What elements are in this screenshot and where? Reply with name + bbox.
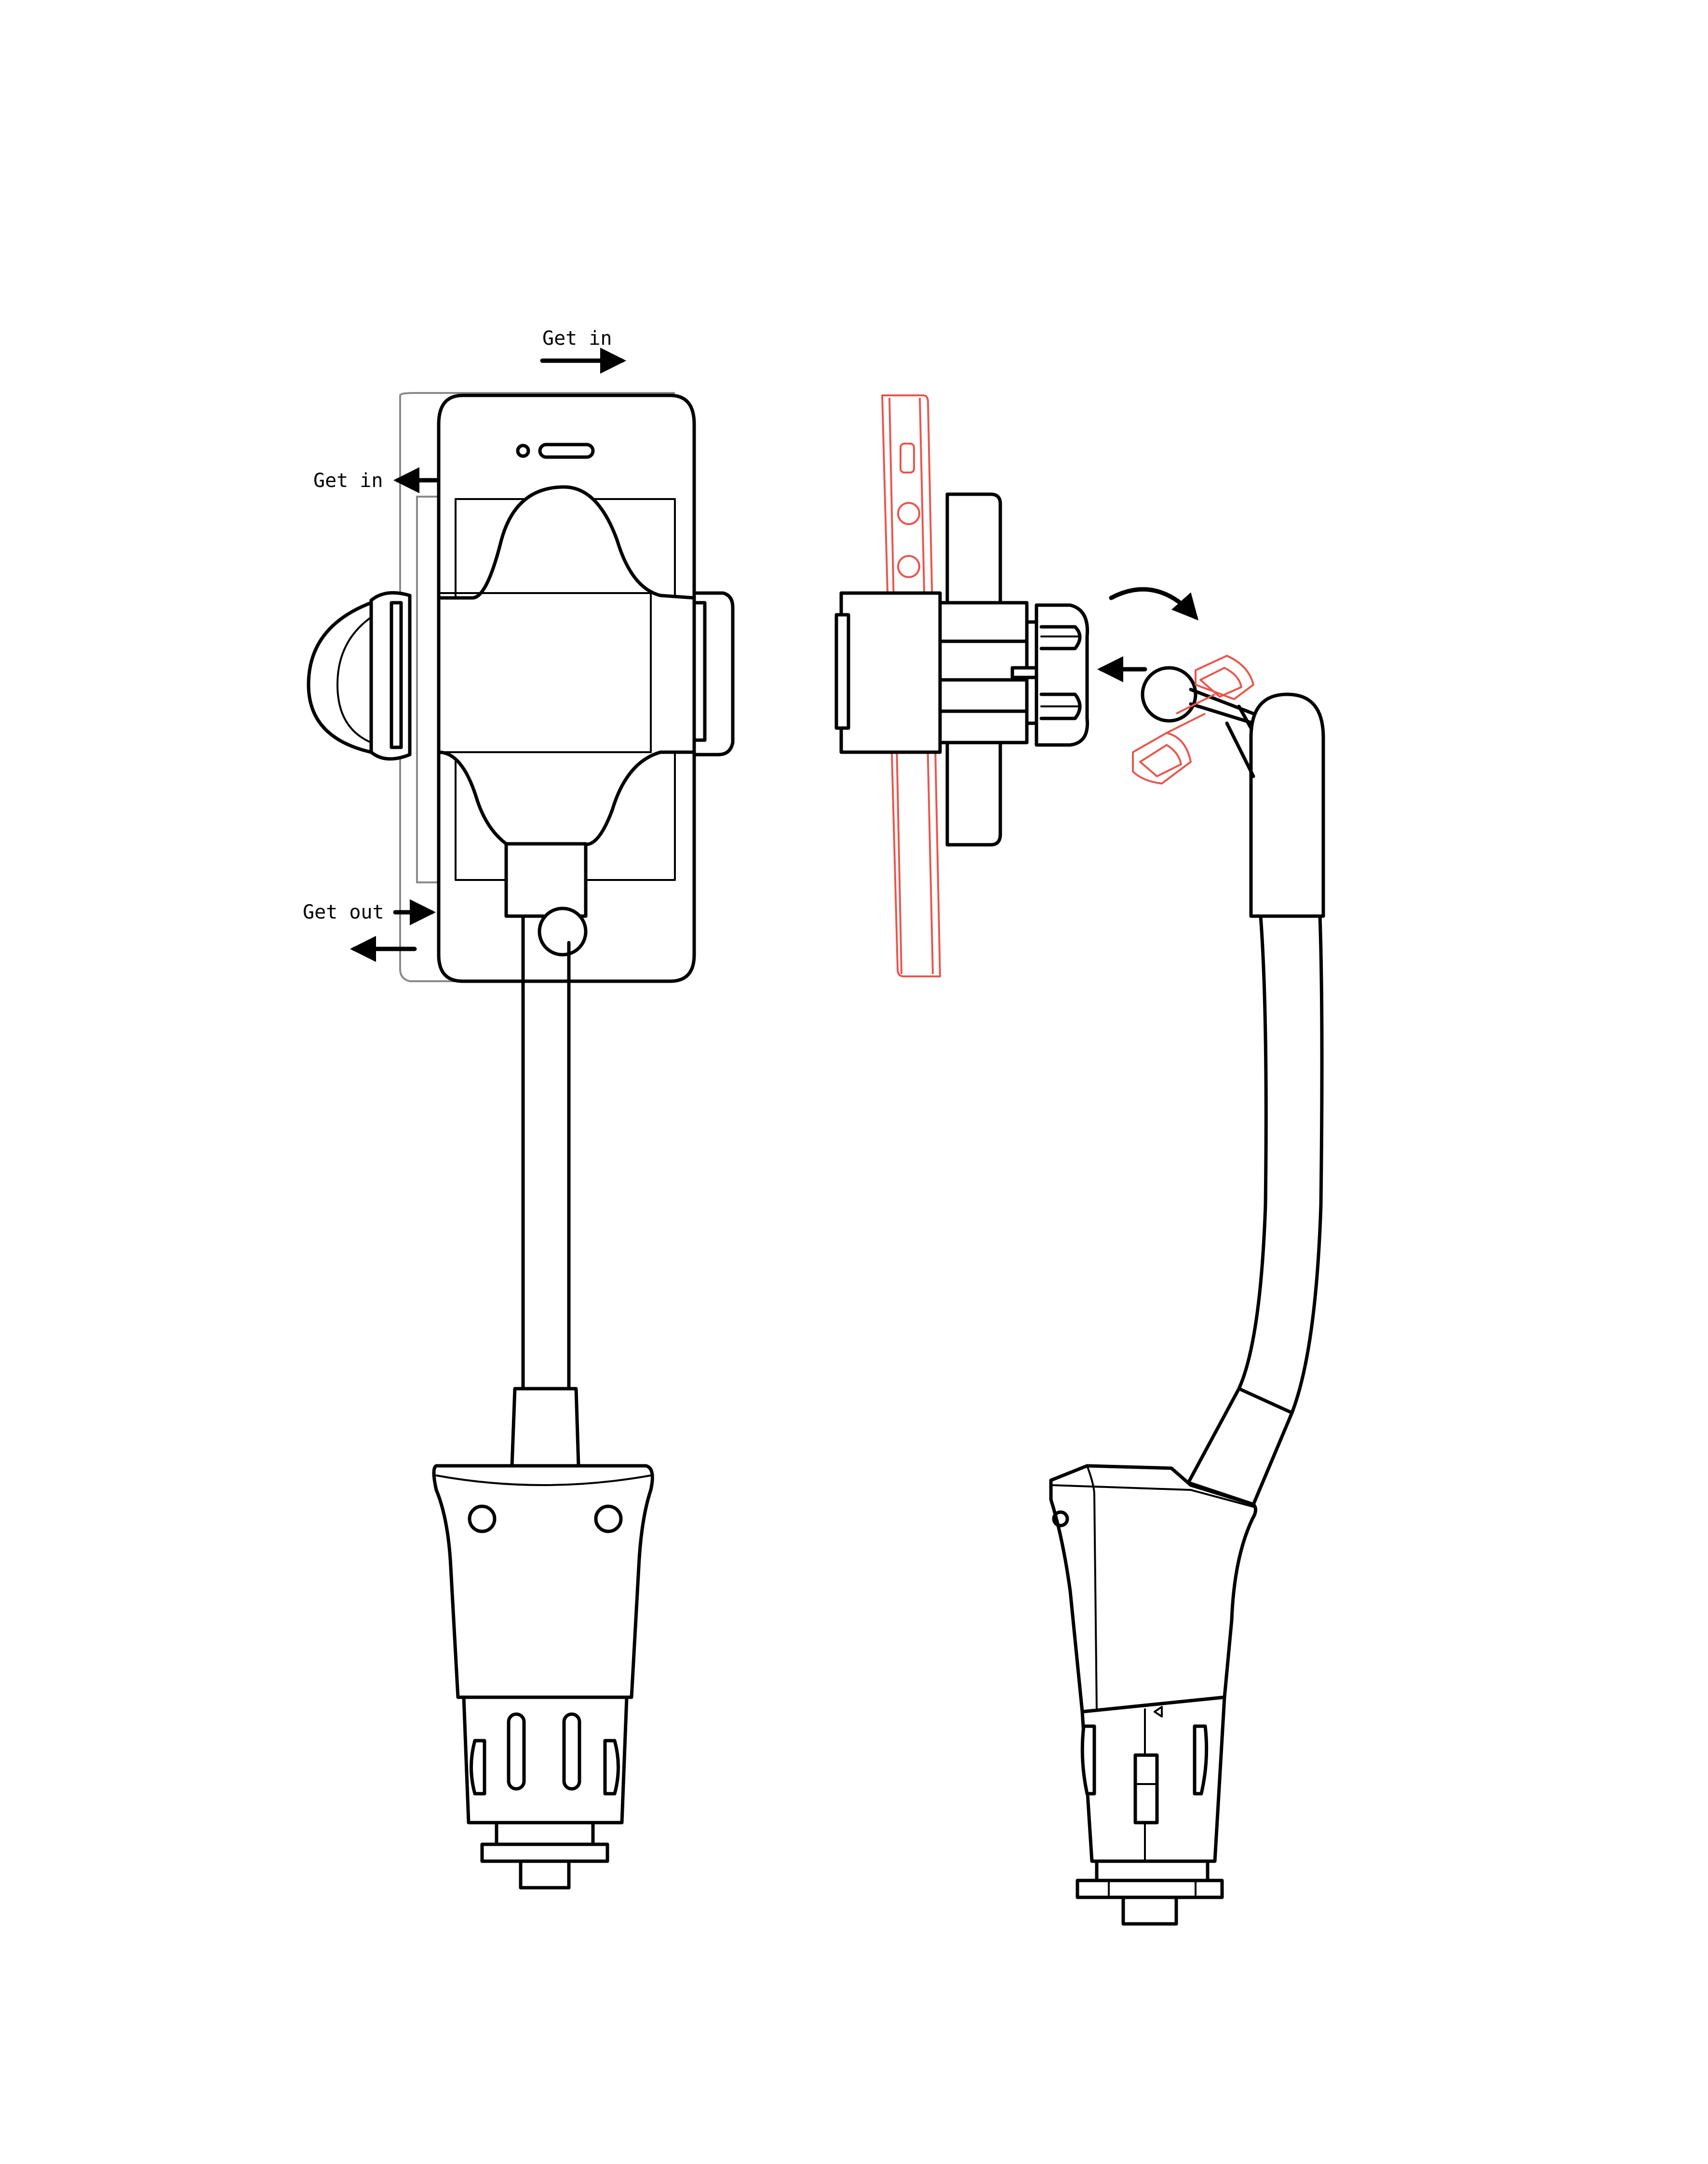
label-get-in-left: Get in [313,470,383,492]
label-get-out: Get out [303,901,384,923]
side-gooseneck [1186,914,1324,1506]
earpiece-icon [538,443,595,459]
front-charger-body [432,1464,654,1890]
usb-port-right-icon [594,1504,623,1533]
get-in-left-annotation: Get in [313,467,439,493]
ball-joint-socket [1010,603,1089,747]
usb-port-left-icon [468,1504,497,1533]
ball-stud [1141,666,1255,725]
get-in-top-annotation: Get in [540,327,626,374]
front-gooseneck [510,914,580,1468]
cradle-holder [437,485,696,957]
label-get-in-top: Get in [542,327,612,350]
rotating-clip-red [1132,655,1254,784]
front-view: Get in Get in Get out [303,327,735,1890]
rotate-arrow-icon [1109,587,1198,621]
front-camera-icon [516,444,530,458]
get-out-annotation: Get out [303,899,436,962]
side-suction-cup [307,591,412,761]
home-button-icon [538,906,588,957]
side-view [834,394,1325,1926]
side-charger-body [1049,1464,1257,1926]
side-upper-arm [1225,692,1325,918]
rotate-annotation [1097,587,1198,682]
